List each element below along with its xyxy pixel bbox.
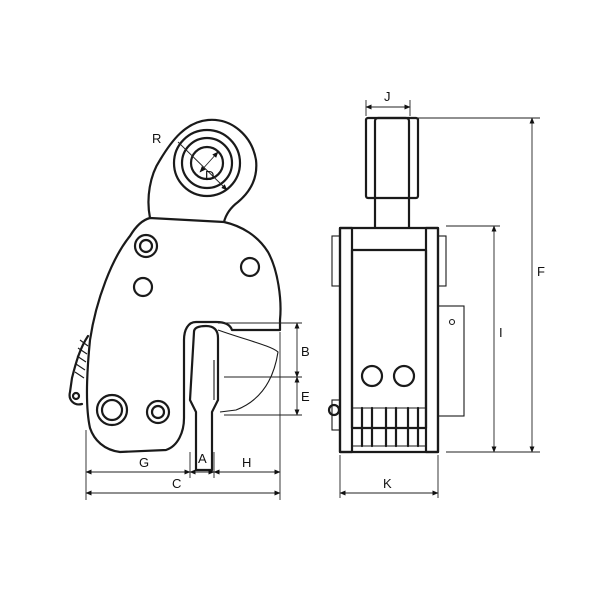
label-B: B [301, 344, 310, 359]
rivet-side-right [392, 364, 416, 388]
bolt-hole-top-left [133, 233, 159, 259]
cam-jaw [188, 324, 220, 472]
spring-lever [68, 334, 90, 406]
rivet-side-left [360, 364, 384, 388]
side-view: J F I K [327, 89, 545, 498]
label-R: R [152, 131, 161, 146]
label-D: D [205, 168, 214, 183]
label-E: E [301, 389, 310, 404]
label-A: A [198, 451, 207, 466]
clamp-body [85, 216, 282, 454]
lifting-eye [147, 118, 258, 224]
body-side [338, 226, 440, 454]
label-C: C [172, 476, 181, 491]
bolt-hole-bottom-left [95, 393, 129, 427]
label-J: J [384, 89, 391, 104]
rivet-hole-bottom [145, 399, 171, 425]
label-I: I [499, 325, 503, 340]
label-F: F [537, 264, 545, 279]
rivet-hole-right [239, 256, 261, 278]
rivet-hole-left [132, 276, 154, 298]
label-K: K [383, 476, 392, 491]
label-H: H [242, 455, 251, 470]
label-G: G [139, 455, 149, 470]
front-view: B E G A H C R D [68, 118, 310, 500]
